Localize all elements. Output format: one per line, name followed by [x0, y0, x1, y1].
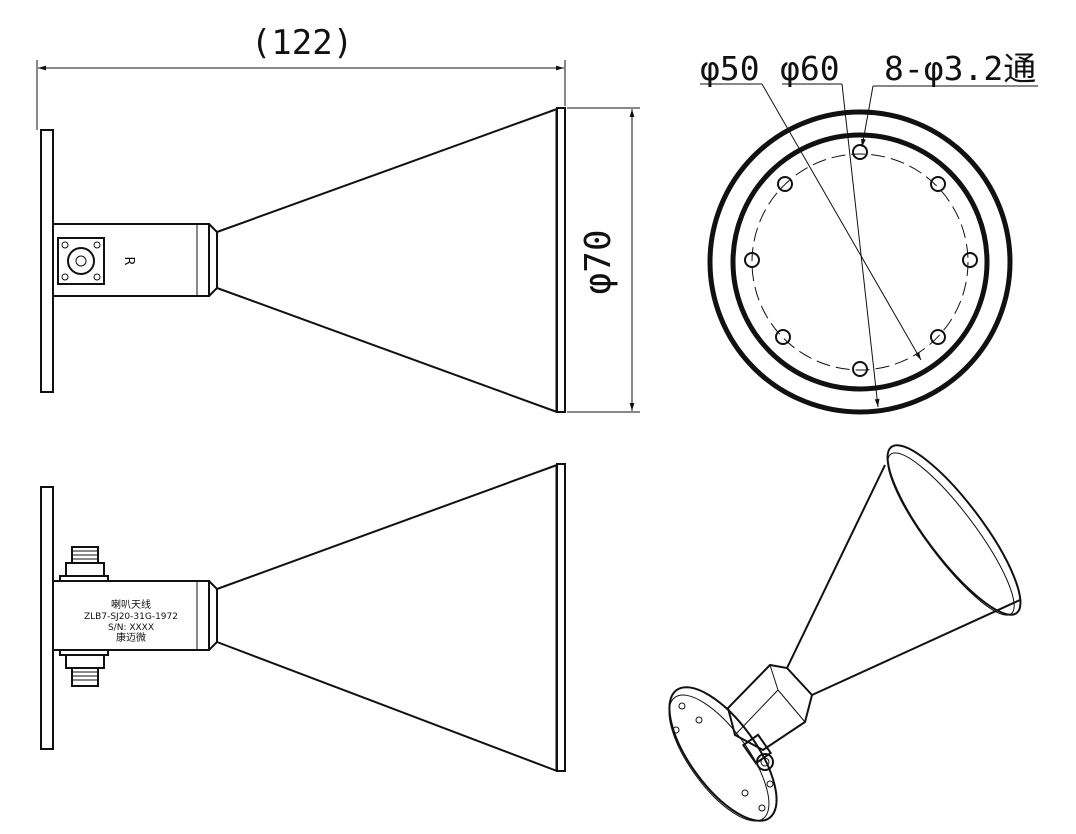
- nameplate-line1: 喇叭天线: [111, 598, 151, 611]
- cone-edge-lower: [216, 287, 558, 413]
- nameplate-line2: ZLB7-SJ20-31G-1972: [84, 612, 178, 622]
- flange-plate: [40, 129, 54, 393]
- nameplate-line3: S/N: XXXX: [108, 623, 154, 633]
- mount-hole: [775, 329, 791, 345]
- mount-hole: [962, 252, 978, 268]
- front-view: [700, 83, 1038, 415]
- connector-bottom: [59, 649, 109, 687]
- port-mark: R: [121, 256, 136, 265]
- nameplate-line4: 康迈微: [116, 631, 146, 644]
- bolt-circle: [751, 153, 969, 371]
- side-view-bottom: 喇叭天线 ZLB7-SJ20-31G-1972 S/N: XXXX 康迈微: [40, 463, 566, 772]
- iso-cone-edge: [811, 599, 1021, 696]
- nameplate: 喇叭天线 ZLB7-SJ20-31G-1972 S/N: XXXX 康迈微: [84, 598, 178, 644]
- side-view-top: R: [40, 107, 566, 413]
- mount-hole: [930, 176, 946, 192]
- flange-plate: [40, 486, 54, 750]
- iso-cone-edge: [786, 464, 886, 669]
- iso-waveguide-body: [726, 663, 814, 752]
- cone-edge-upper: [216, 108, 558, 233]
- connector-top: [59, 546, 109, 582]
- isometric-view: [668, 444, 1022, 822]
- mount-hole: [852, 144, 868, 160]
- leader-phi60: [841, 83, 880, 408]
- cone-edge-lower: [216, 641, 558, 772]
- leader-phi50: [761, 83, 922, 361]
- mount-hole: [777, 176, 793, 192]
- aperture-rim: [556, 463, 566, 772]
- cone-edge-upper: [216, 464, 558, 590]
- outer-diameter-text: φ60: [780, 49, 840, 88]
- length-dimension-text: (122): [251, 23, 353, 63]
- aperture-dimension-text: φ70: [578, 229, 619, 294]
- mount-hole: [744, 252, 760, 268]
- waveguide-body: [52, 223, 210, 297]
- inner-diameter-text: φ50: [700, 49, 760, 88]
- mount-hole: [930, 329, 946, 345]
- iso-aperture-rim: [886, 444, 1022, 616]
- waveguide-body: [52, 580, 210, 651]
- connector-square: [57, 237, 105, 285]
- iso-flange: [668, 686, 778, 822]
- aperture-rim: [556, 107, 566, 413]
- holes-text: 8-φ3.2通: [884, 49, 1036, 88]
- outer-rim-circle: [707, 109, 1013, 415]
- aperture-dimension: φ70: [567, 107, 640, 413]
- leader-holes: [861, 85, 874, 148]
- inner-aperture-circle: [730, 132, 990, 392]
- mount-hole: [852, 361, 868, 377]
- length-dimension: (122): [36, 23, 566, 130]
